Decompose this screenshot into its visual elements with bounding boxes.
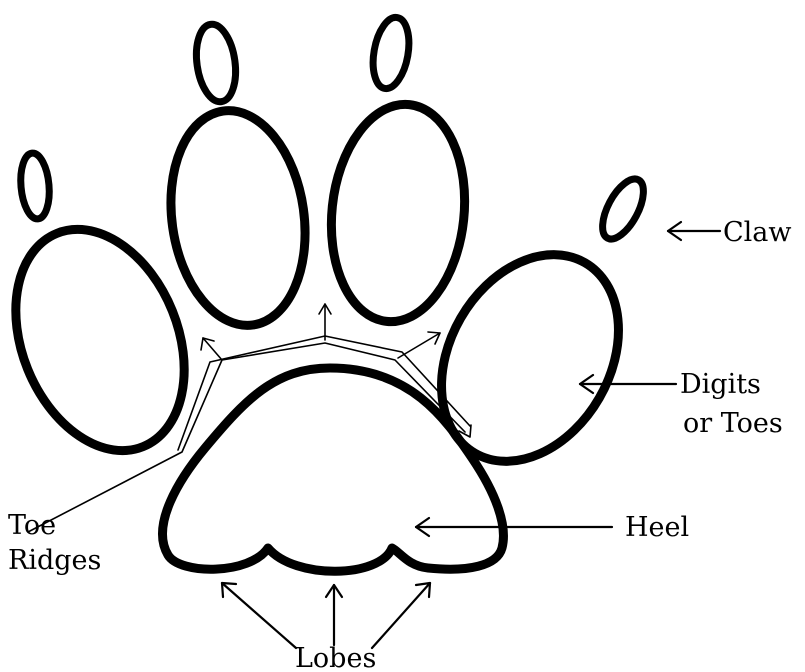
heel-pad — [163, 368, 504, 571]
toe-ridge-line — [28, 343, 465, 532]
toe-pad-inner-right — [321, 98, 475, 329]
label-digits: Digits — [680, 369, 761, 400]
label-ridges: Ridges — [8, 545, 101, 576]
claw-inner-right — [368, 15, 414, 92]
label-lobes: Lobes — [295, 643, 376, 672]
toe-ridges-arrows — [28, 304, 471, 532]
claw-inner-left — [192, 22, 240, 105]
toe-pads — [0, 98, 654, 494]
toe-pad-outer-right — [406, 223, 655, 494]
label-or-toes: or Toes — [683, 408, 783, 439]
toe-pad-inner-left — [158, 102, 319, 334]
digits-pointer — [580, 375, 676, 393]
label-claw: Claw — [723, 217, 792, 248]
claw-pointer — [668, 222, 720, 240]
ridge-arrow-shaft-right — [398, 333, 440, 358]
label-heel: Heel — [625, 512, 689, 543]
claw-outer-right — [594, 173, 651, 245]
heel-pointer — [416, 518, 612, 536]
label-toe: Toe — [8, 510, 56, 541]
lobes-pointers — [222, 583, 430, 648]
claw-outer-left — [18, 152, 52, 220]
